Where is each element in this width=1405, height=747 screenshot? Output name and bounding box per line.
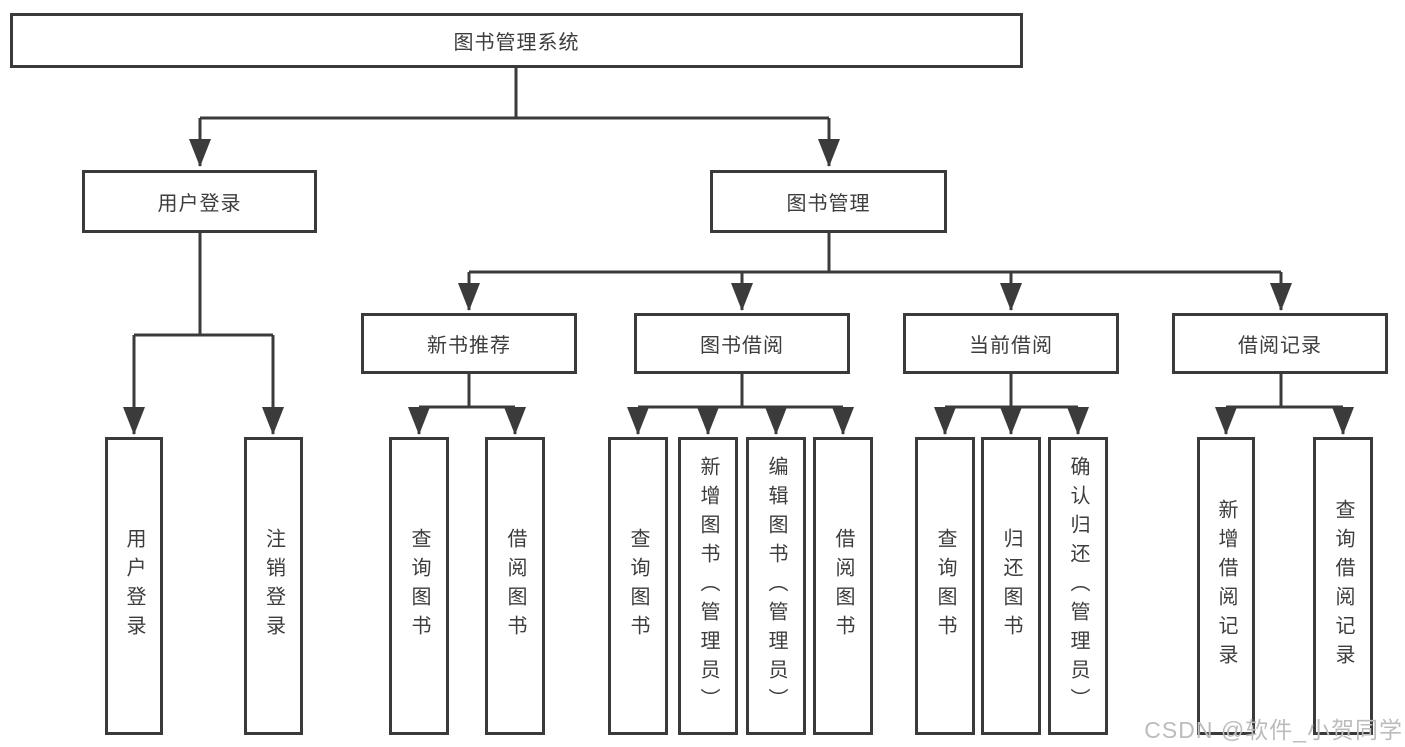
node-user-login: 用户登录 [82,170,317,233]
node-leaf-br-add-record: 新增借阅记录 [1197,437,1255,735]
node-current-borrow: 当前借阅 [903,313,1119,374]
node-book-mgmt-label: 图书管理 [786,193,871,215]
node-leaf-bb-edit-book-label: 编辑图书（管理员） [765,455,787,717]
node-book-mgmt: 图书管理 [710,170,947,233]
node-borrow-record-label: 借阅记录 [1238,335,1322,357]
node-leaf-cb-confirm-return-label: 确认归还（管理员） [1067,455,1089,717]
node-leaf-bb-add-book-label: 新增图书（管理员） [697,455,719,717]
connector-book-borrow [638,374,843,409]
connector-borrow-record [1226,374,1343,409]
node-leaf-bb-query-book-label: 查询图书 [627,528,649,644]
node-leaf-br-query-record: 查询借阅记录 [1313,437,1373,735]
node-leaf-cb-query-book-label: 查询图书 [934,528,956,644]
node-leaf-rec-borrow-book-label: 借阅图书 [504,528,526,644]
node-leaf-bb-borrow-book-label: 借阅图书 [832,528,854,644]
node-leaf-user-login-label: 用户登录 [123,528,145,644]
node-borrow-record: 借阅记录 [1172,313,1388,374]
node-current-borrow-label: 当前借阅 [969,335,1053,357]
node-leaf-rec-query-book-label: 查询图书 [408,528,430,644]
connector-current-borrow [945,374,1078,409]
node-leaf-br-add-record-label: 新增借阅记录 [1215,499,1237,673]
node-leaf-rec-borrow-book: 借阅图书 [485,437,545,735]
node-leaf-br-query-record-label: 查询借阅记录 [1332,499,1354,673]
node-root: 图书管理系统 [10,13,1023,68]
connector-book-mgmt [469,233,1281,274]
node-leaf-logout-label: 注销登录 [262,528,285,644]
node-book-borrow: 图书借阅 [634,313,850,374]
connector-root [200,68,829,120]
node-leaf-bb-add-book: 新增图书（管理员） [678,437,738,735]
node-leaf-bb-borrow-book: 借阅图书 [813,437,873,735]
node-book-borrow-label: 图书借阅 [700,335,784,357]
node-new-book-rec: 新书推荐 [361,313,577,374]
node-leaf-bb-edit-book: 编辑图书（管理员） [746,437,806,735]
node-leaf-rec-query-book: 查询图书 [389,437,449,735]
node-leaf-cb-confirm-return: 确认归还（管理员） [1048,437,1108,735]
node-leaf-logout: 注销登录 [244,437,303,735]
connector-user-login [134,233,273,337]
node-user-login-label: 用户登录 [157,193,242,215]
connector-new-book-rec [419,374,515,409]
node-leaf-bb-query-book: 查询图书 [608,437,668,735]
node-root-label: 图书管理系统 [453,32,580,54]
node-leaf-cb-query-book: 查询图书 [915,437,975,735]
node-leaf-cb-return-book: 归还图书 [981,437,1041,735]
node-new-book-rec-label: 新书推荐 [427,335,511,357]
node-leaf-user-login: 用户登录 [105,437,163,735]
node-leaf-cb-return-book-label: 归还图书 [1000,528,1022,644]
